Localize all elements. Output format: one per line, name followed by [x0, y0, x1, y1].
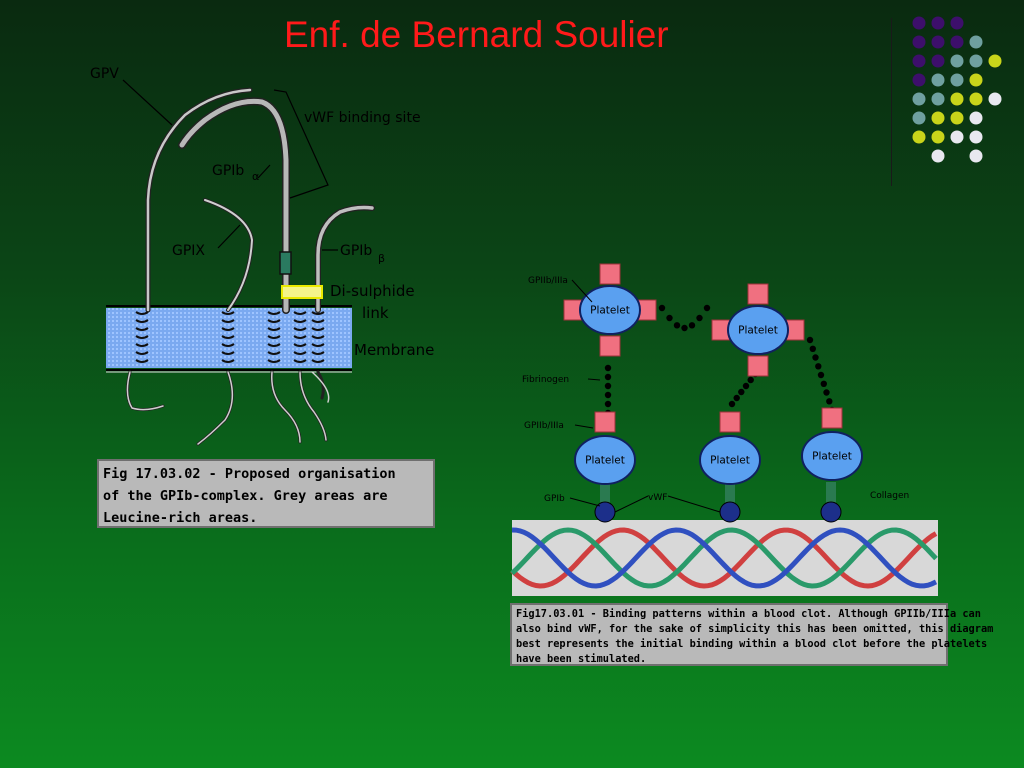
decorative-dot — [950, 54, 964, 68]
decorative-dot — [988, 92, 1002, 106]
platelet: Platelet — [801, 407, 863, 481]
platelet-label: Platelet — [738, 325, 778, 337]
decorative-dot — [912, 16, 926, 30]
decorative-dot — [931, 73, 945, 87]
label-gpix: GPIX — [172, 243, 205, 259]
decorative-dot — [931, 149, 945, 163]
decorative-dot — [950, 111, 964, 125]
decorative-dot — [969, 35, 983, 49]
figure-caption-left: Fig 17.03.02 - Proposed organisation of … — [97, 459, 435, 528]
decorative-dot — [969, 92, 983, 106]
figure-caption-right: Fig17.03.01 - Binding patterns within a … — [510, 603, 994, 666]
decorative-dot — [912, 130, 926, 144]
decorative-dot — [950, 35, 964, 49]
decorative-divider — [891, 18, 892, 186]
platelet: Platelet — [711, 283, 805, 377]
decorative-dot-grid — [912, 16, 1002, 163]
decorative-dot — [969, 73, 983, 87]
caption-line: best represents the initial binding with… — [516, 638, 988, 650]
decorative-dot — [969, 111, 983, 125]
caption-line: Fig 17.03.02 - Proposed organisation — [103, 466, 396, 482]
label-link: link — [362, 304, 389, 322]
label-gpib: GPIb — [544, 494, 565, 504]
platelet-label: Platelet — [590, 305, 630, 317]
slide-title: Enf. de Bernard Soulier — [284, 14, 669, 55]
label-beta-sub: β — [378, 252, 385, 265]
label-collagen: Collagen — [870, 491, 909, 501]
platelet: Platelet — [574, 411, 636, 485]
gpib-alpha-chain — [178, 97, 290, 314]
decorative-dot — [931, 35, 945, 49]
decorative-dot — [969, 149, 983, 163]
gpix-chain — [203, 198, 255, 312]
decorative-dot — [931, 92, 945, 106]
caption-line: Fig17.03.01 - Binding patterns within a … — [516, 608, 981, 620]
decorative-dot — [912, 111, 926, 125]
label-fibrinogen: Fibrinogen — [522, 375, 569, 385]
label-vwf-binding-site: vWF binding site — [304, 110, 421, 126]
label-gpiib-iiia-top: GPIIb/IIIa — [528, 276, 568, 286]
platelet: Platelet — [563, 263, 657, 357]
decorative-dot — [950, 16, 964, 30]
decorative-dot — [969, 130, 983, 144]
label-gpiib-iiia-mid: GPIIb/IIIa — [524, 421, 564, 431]
label-gpib-beta: GPIb — [340, 243, 372, 259]
decorative-dot — [988, 54, 1002, 68]
decorative-dot — [931, 16, 945, 30]
caption-line: Leucine-rich areas. — [103, 510, 258, 526]
decorative-dot — [912, 92, 926, 106]
decorative-dot — [950, 92, 964, 106]
decorative-dot — [931, 130, 945, 144]
label-alpha-sub: α — [252, 170, 259, 183]
decorative-dot — [950, 130, 964, 144]
caption-line: of the GPIb-complex. Grey areas are — [103, 488, 388, 504]
decorative-dot — [950, 73, 964, 87]
disulphide-link — [281, 285, 323, 299]
caption-line: have been stimulated. — [516, 653, 647, 665]
decorative-dot — [912, 35, 926, 49]
platelet-label: Platelet — [585, 455, 625, 467]
gpib-complex-diagram: GPV vWF binding site GPIb α GPIX GPIb β … — [90, 66, 434, 446]
decorative-dot — [969, 54, 983, 68]
decorative-dot — [912, 54, 926, 68]
platelet: Platelet — [699, 411, 761, 485]
platelet-label: Platelet — [710, 455, 750, 467]
label-membrane: Membrane — [354, 341, 434, 359]
decorative-dot — [931, 111, 945, 125]
label-gpv: GPV — [90, 66, 119, 82]
platelet-label: Platelet — [812, 451, 852, 463]
decorative-dot — [912, 73, 926, 87]
caption-line: also bind vWF, for the sake of simplicit… — [516, 623, 994, 635]
label-vwf: vWF — [648, 493, 667, 503]
label-disulphide: Di-sulphide — [330, 282, 415, 300]
label-gpib-alpha: GPIb — [212, 163, 244, 179]
decorative-dot — [931, 54, 945, 68]
